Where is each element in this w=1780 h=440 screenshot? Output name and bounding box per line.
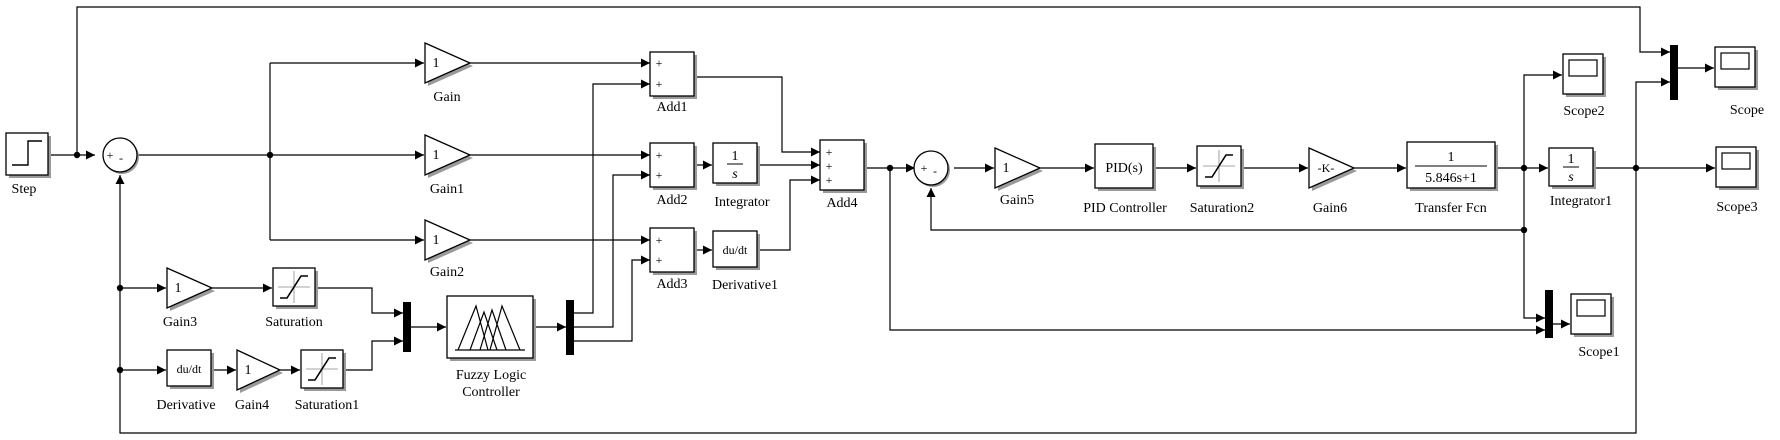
membership-functions-icon [455, 304, 525, 351]
add1-block[interactable]: + + Add1 [649, 51, 697, 115]
add1-plus-top: + [656, 56, 663, 70]
gain3-block[interactable]: 1 Gain3 [163, 266, 215, 330]
add4-plus-3: + [826, 173, 833, 187]
add3-block[interactable]: + + Add3 [649, 227, 697, 292]
gain5-block[interactable]: 1 Gain5 [994, 146, 1043, 208]
add3-plus-top: + [656, 233, 663, 247]
step-label: Step [12, 182, 37, 197]
derivative-label: Derivative [156, 398, 215, 413]
tf-numerator: 1 [1448, 150, 1455, 165]
scope-label: Scope [1730, 103, 1764, 118]
add1-label: Add1 [656, 100, 687, 115]
add1-plus-bottom: + [656, 77, 663, 91]
add4-plus-1: + [826, 145, 833, 159]
scope3-label: Scope3 [1716, 200, 1757, 215]
mux-block-lower[interactable] [1545, 290, 1553, 338]
gain4-block[interactable]: 1 Gain4 [235, 348, 283, 413]
gain1-label: Gain1 [430, 182, 464, 197]
scope1-block[interactable]: Scope1 [1570, 293, 1620, 360]
saturation2-block[interactable]: Saturation2 [1190, 145, 1255, 216]
signal-lines [50, 6, 1715, 434]
add3-plus-bottom: + [656, 253, 663, 267]
junction-dots [73, 151, 1640, 374]
scope3-block[interactable]: Scope3 [1715, 146, 1759, 215]
gain-value: 1 [433, 56, 440, 71]
tf-label: Transfer Fcn [1415, 201, 1486, 216]
integrator-label: Integrator [714, 195, 770, 210]
derivative1-block[interactable]: du/dt Derivative1 [712, 230, 778, 293]
gain6-value: -K- [1318, 161, 1335, 175]
pid-value: PID(s) [1105, 161, 1143, 176]
derivative1-value: du/dt [723, 243, 748, 257]
sum-block-2[interactable]: + - [913, 150, 950, 187]
gain-block[interactable]: 1 Gain [424, 41, 473, 105]
sum1-plus-sign: + [107, 148, 114, 162]
integrator1-denominator: s [1568, 170, 1574, 185]
transfer-fcn-block[interactable]: 1 5.846s+1 Transfer Fcn [1406, 141, 1498, 216]
gain4-value: 1 [245, 363, 252, 378]
gain2-block[interactable]: 1 Gain2 [424, 218, 473, 280]
integrator1-numerator: 1 [1568, 152, 1575, 167]
mux-block-top-right[interactable] [1670, 45, 1678, 100]
sum1-minus-sign: - [119, 151, 123, 165]
derivative-value: du/dt [177, 362, 202, 376]
saturation-block[interactable]: Saturation [265, 267, 323, 330]
add2-plus-top: + [656, 148, 663, 162]
mux-block-fuzzy-input[interactable] [403, 302, 411, 352]
scope2-block[interactable]: Scope2 [1562, 53, 1606, 119]
step-block[interactable]: Step [5, 132, 51, 197]
add4-label: Add4 [826, 196, 857, 211]
add2-plus-bottom: + [656, 168, 663, 182]
add4-block[interactable]: + + + Add4 [819, 139, 867, 211]
saturation1-block[interactable]: Saturation1 [295, 349, 360, 413]
integrator-numerator: 1 [732, 149, 739, 164]
gain1-block[interactable]: 1 Gain1 [424, 133, 473, 197]
saturation-label: Saturation [265, 315, 323, 330]
gain3-value: 1 [175, 281, 182, 296]
integrator1-block[interactable]: 1 s Integrator1 [1548, 147, 1612, 209]
pid-label: PID Controller [1083, 201, 1167, 216]
gain6-label: Gain6 [1313, 201, 1347, 216]
gain4-label: Gain4 [235, 398, 269, 413]
gain2-label: Gain2 [430, 265, 464, 280]
integrator-block[interactable]: 1 s Integrator [712, 142, 770, 210]
fuzzy-logic-controller-block[interactable]: Fuzzy Logic Controller [446, 295, 536, 400]
gain2-value: 1 [433, 233, 440, 248]
saturation2-label: Saturation2 [1190, 201, 1255, 216]
gain5-label: Gain5 [1000, 193, 1034, 208]
demux-block-fuzzy-output[interactable] [566, 300, 574, 355]
pid-controller-block[interactable]: PID(s) PID Controller [1083, 143, 1167, 216]
derivative-block[interactable]: du/dt Derivative [156, 349, 216, 413]
gain1-value: 1 [433, 148, 440, 163]
add4-plus-2: + [826, 159, 833, 173]
add2-label: Add2 [656, 193, 687, 208]
sum2-minus-sign: - [933, 164, 937, 178]
gain3-label: Gain3 [163, 315, 197, 330]
gain-label: Gain [433, 90, 460, 105]
fuzzy-label-line1: Fuzzy Logic [456, 368, 526, 383]
scope1-label: Scope1 [1578, 345, 1619, 360]
scope2-label: Scope2 [1563, 104, 1604, 119]
add3-label: Add3 [656, 277, 687, 292]
scope-block[interactable]: Scope [1714, 46, 1764, 118]
gain5-value: 1 [1003, 161, 1010, 176]
integrator-denominator: s [732, 167, 738, 182]
saturation1-label: Saturation1 [295, 398, 360, 413]
tf-denominator: 5.846s+1 [1425, 171, 1477, 186]
add2-block[interactable]: + + Add2 [649, 142, 697, 208]
sum-block-1[interactable]: + - [102, 137, 139, 174]
sum2-plus-sign: + [921, 161, 928, 175]
fuzzy-label-line2: Controller [462, 385, 520, 400]
derivative1-label: Derivative1 [712, 278, 778, 293]
integrator1-label: Integrator1 [1550, 194, 1612, 209]
gain6-block[interactable]: -K- Gain6 [1308, 146, 1357, 216]
